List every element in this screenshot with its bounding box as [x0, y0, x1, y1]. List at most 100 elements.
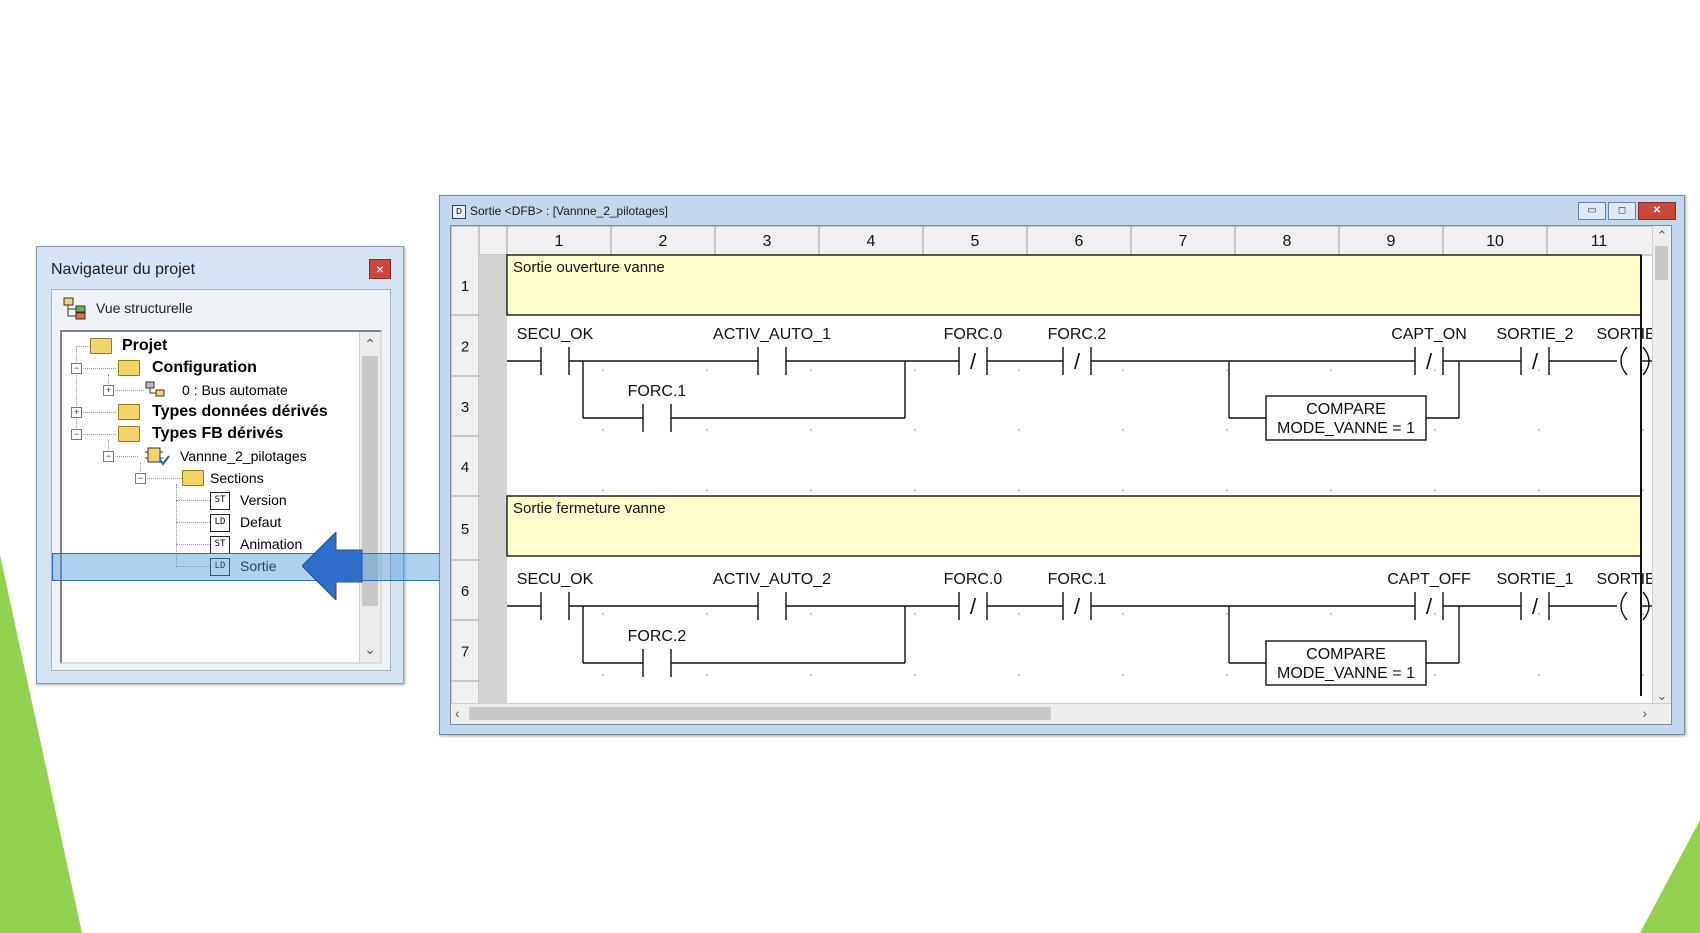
expand-icon[interactable]: + — [103, 385, 114, 396]
close-icon[interactable]: ✕ — [1638, 202, 1676, 220]
tree-node-version[interactable]: Version — [240, 492, 287, 508]
grid-dot — [1330, 489, 1332, 491]
scroll-thumb[interactable] — [362, 356, 378, 606]
coil-right — [1642, 591, 1650, 621]
grid-dot — [1122, 489, 1124, 491]
comment-text: Sortie ouverture vanne — [513, 259, 665, 276]
tree-node-vanne[interactable]: Vannne_2_pilotages — [180, 448, 307, 464]
contact-label-5: CAPT_OFF — [1387, 571, 1471, 588]
ld-section-icon: LD — [210, 558, 230, 576]
grid-dot — [810, 369, 812, 371]
selection-highlight — [52, 553, 478, 581]
grid-dot — [1434, 369, 1436, 371]
folder-open-icon — [118, 426, 140, 442]
tree-node-defaut[interactable]: Defaut — [240, 514, 282, 530]
tree-node-types-fb[interactable]: Types FB dérivés — [152, 425, 284, 442]
comment-block — [506, 254, 1642, 316]
project-tree[interactable]: Projet − Configuration + 0 : Bus automat… — [60, 330, 382, 664]
normally-closed-mark: / — [1426, 349, 1433, 374]
tree-node-bus[interactable]: 0 : Bus automate — [182, 382, 288, 398]
structure-tree-icon — [63, 297, 86, 320]
grid-dot — [706, 489, 708, 491]
scroll-up-icon[interactable]: ⌃ — [1656, 228, 1668, 243]
grid-dot — [1642, 369, 1644, 371]
comment-block — [506, 495, 1642, 557]
vertical-scrollbar[interactable]: ⌃ ⌄ — [1652, 226, 1671, 706]
coil-right — [1642, 346, 1650, 376]
navigator-title: Navigateur du projet — [51, 261, 196, 278]
grid-dot — [1642, 489, 1644, 491]
coil-label: SORTIE_1 — [1596, 326, 1655, 343]
horizontal-scrollbar[interactable]: ‹ › — [451, 703, 1671, 724]
tree-node-animation[interactable]: Animation — [240, 536, 303, 552]
compare-block — [1265, 640, 1427, 686]
grid-dot — [1642, 613, 1644, 615]
scroll-up-icon[interactable]: ⌃ — [364, 336, 376, 352]
contact-label-2: ACTIV_AUTO_2 — [713, 571, 831, 588]
structural-view-tab[interactable]: Vue structurelle — [52, 290, 390, 326]
grid-dot — [1434, 674, 1436, 676]
grid-dot — [1018, 429, 1020, 431]
column-header-bar — [451, 226, 1655, 256]
grid-dot — [1018, 489, 1020, 491]
scroll-thumb[interactable] — [469, 707, 1051, 720]
coil-label: SORTIE_2 — [1596, 571, 1655, 588]
tree-node-sections[interactable]: Sections — [210, 470, 264, 486]
tree-node-sortie[interactable]: Sortie — [240, 558, 277, 574]
normally-closed-mark: / — [1426, 594, 1433, 619]
folder-icon — [118, 404, 140, 420]
grid-dot — [1330, 369, 1332, 371]
minimize-icon[interactable]: ▭ — [1578, 202, 1606, 220]
grid-dot — [602, 613, 604, 615]
branch-contact-label: FORC.2 — [628, 628, 687, 645]
maximize-icon[interactable]: ◻ — [1608, 202, 1636, 220]
grid-dot — [1122, 369, 1124, 371]
grid-dot — [1538, 674, 1540, 676]
grid-dot — [1434, 429, 1436, 431]
collapse-icon[interactable]: − — [71, 363, 82, 374]
collapse-icon[interactable]: − — [103, 451, 114, 462]
column-header-9: 9 — [1387, 233, 1396, 250]
compare-block — [1265, 395, 1427, 441]
grid-dot — [1642, 429, 1644, 431]
column-header-11: 11 — [1591, 233, 1608, 250]
st-section-icon: ST — [210, 492, 230, 510]
normally-closed-mark: / — [1074, 594, 1081, 619]
comment-text: Sortie fermeture vanne — [513, 500, 666, 517]
tree-scrollbar[interactable]: ⌃ ⌄ — [359, 332, 380, 662]
navigator-panel: Vue structurelle Projet − — [51, 289, 391, 671]
folder-icon — [90, 338, 112, 354]
editor-title: Sortie <DFB> : [Vannne_2_pilotages] — [470, 204, 668, 218]
scroll-right-icon[interactable]: › — [1642, 705, 1647, 721]
row-header-6: 6 — [461, 583, 469, 600]
bus-icon — [145, 381, 165, 397]
grid-dot — [1538, 613, 1540, 615]
left-rail-band — [479, 255, 507, 706]
scroll-down-icon[interactable]: ⌄ — [364, 641, 376, 657]
scroll-down-icon[interactable]: ⌄ — [1656, 688, 1668, 703]
grid-dot — [1538, 489, 1540, 491]
scroll-left-icon[interactable]: ‹ — [455, 705, 460, 721]
row-header-7: 7 — [461, 644, 469, 661]
grid-dot — [602, 429, 604, 431]
tree-node-configuration[interactable]: Configuration — [152, 359, 257, 376]
branch-contact-label: FORC.1 — [628, 383, 687, 400]
grid-dot — [1538, 369, 1540, 371]
expand-icon[interactable]: + — [71, 407, 82, 418]
compare-expression: MODE_VANNE = 1 — [1277, 420, 1415, 437]
collapse-icon[interactable]: − — [135, 473, 146, 484]
grid-dot — [1122, 613, 1124, 615]
collapse-icon[interactable]: − — [71, 429, 82, 440]
grid-dot — [602, 674, 604, 676]
grid-dot — [1226, 613, 1228, 615]
tree-node-types-donnees[interactable]: Types données dérivés — [152, 403, 328, 420]
row-header-2: 2 — [461, 339, 469, 356]
scroll-thumb[interactable] — [1655, 246, 1668, 280]
column-header-6: 6 — [1075, 233, 1084, 250]
close-icon[interactable]: × — [369, 259, 391, 279]
grid-dot — [706, 613, 708, 615]
tree-node-projet[interactable]: Projet — [122, 337, 168, 354]
grid-dot — [1018, 674, 1020, 676]
column-header-4: 4 — [867, 233, 876, 250]
